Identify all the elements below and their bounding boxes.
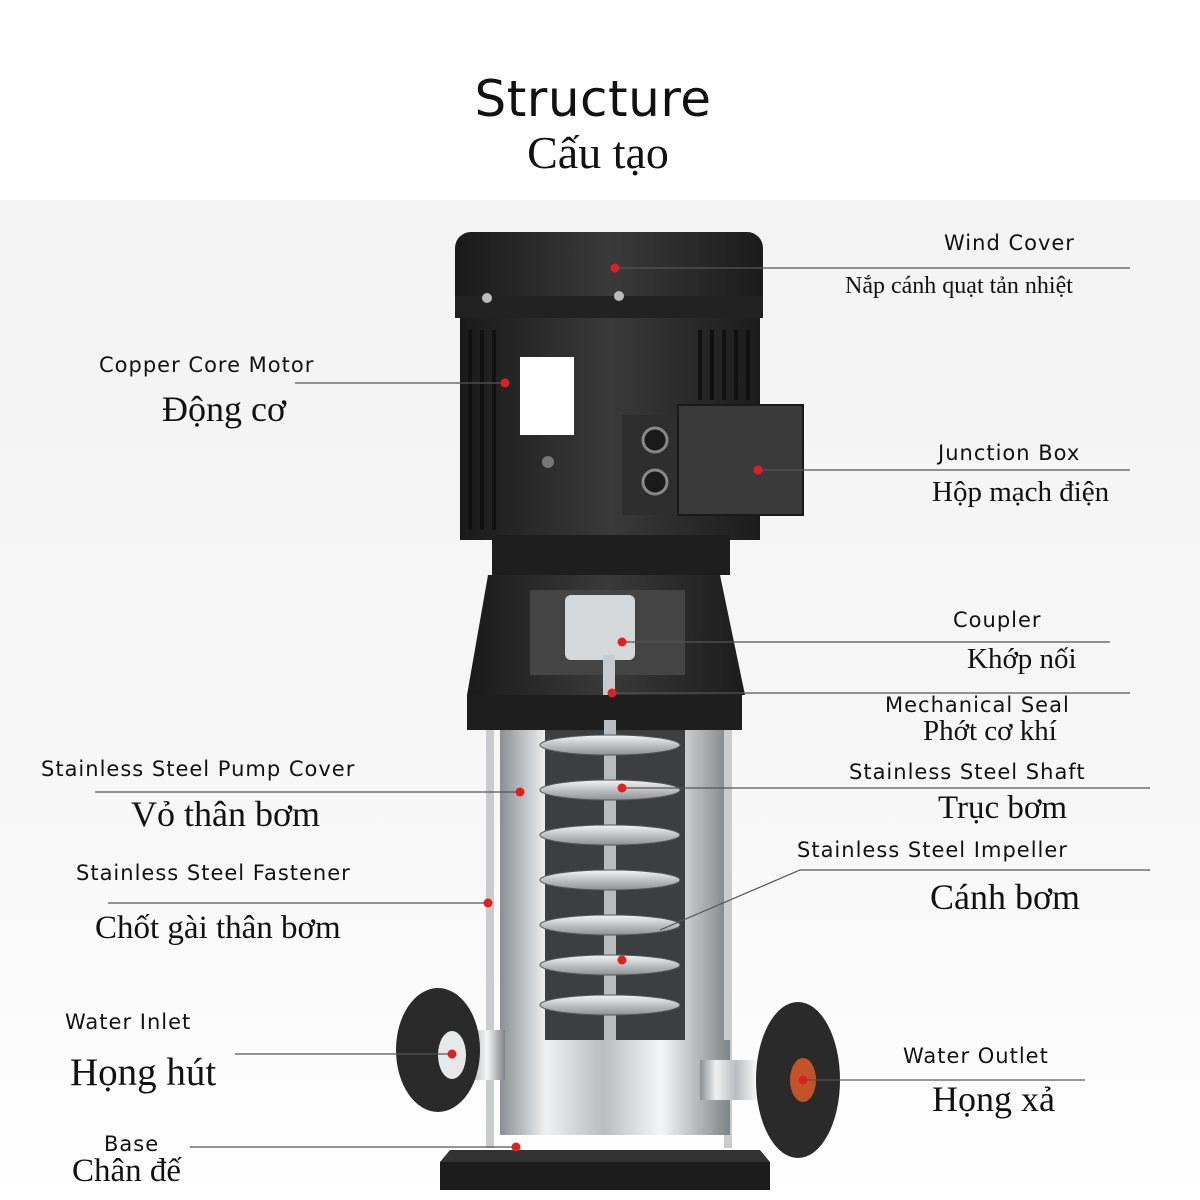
mechanical-seal-label-vi: Phớt cơ khí: [923, 715, 1057, 747]
marker-motor: [500, 378, 510, 388]
marker-impeller: [617, 955, 627, 965]
junction-box-part: [622, 404, 804, 516]
shaft-label-vi: Trục bơm: [938, 790, 1068, 826]
fastener-label-en: Stainless Steel Fastener: [76, 861, 351, 885]
fastener-label-vi: Chốt gài thân bơm: [95, 910, 341, 946]
impeller-label-en: Stainless Steel Impeller: [797, 838, 1068, 862]
water-outlet-label-en: Water Outlet: [903, 1044, 1049, 1068]
coupler-label-en: Coupler: [953, 608, 1042, 632]
wind-cover-label-en: Wind Cover: [944, 231, 1075, 255]
water-inlet-label-vi: Họng hút: [70, 1051, 217, 1094]
pump-cover-label-vi: Vỏ thân bơm: [131, 794, 321, 834]
marker-mechanical-seal: [607, 688, 617, 698]
part-markers: [447, 263, 808, 1152]
base-label-en: Base: [104, 1132, 160, 1156]
marker-water-outlet: [798, 1075, 808, 1085]
shaft-label-en: Stainless Steel Shaft: [849, 760, 1086, 784]
coupler-housing-part: [467, 575, 745, 730]
water-inlet-label-en: Water Inlet: [65, 1010, 192, 1034]
junction-box-label-vi: Hộp mạch điện: [932, 476, 1110, 508]
junction-box-label-en: Junction Box: [938, 441, 1081, 465]
outlet-flange-part: [700, 1002, 840, 1158]
wind-cover-part: [455, 232, 763, 318]
impeller-label-vi: Cánh bơm: [930, 877, 1081, 917]
marker-fastener: [483, 898, 493, 908]
marker-pump-cover: [515, 787, 525, 797]
title-vietnamese: Cấu tạo: [527, 127, 669, 178]
coupler-label-vi: Khớp nối: [967, 643, 1077, 675]
title-english: Structure: [474, 70, 712, 128]
water-outlet-label-vi: Họng xả: [932, 1079, 1055, 1119]
base-label-vi: Chân đế: [72, 1153, 182, 1189]
inlet-flange-part: [396, 988, 505, 1112]
marker-shaft: [617, 783, 627, 793]
marker-base: [511, 1142, 521, 1152]
leader-lines: [95, 267, 1150, 1148]
marker-coupler: [617, 637, 627, 647]
marker-wind-cover: [610, 263, 620, 273]
marker-water-inlet: [447, 1049, 457, 1059]
mechanical-seal-label-en: Mechanical Seal: [885, 693, 1070, 717]
pump-cover-label-en: Stainless Steel Pump Cover: [41, 757, 356, 781]
motor-label-en: Copper Core Motor: [99, 353, 315, 377]
wind-cover-label-vi: Nắp cánh quạt tản nhiệt: [845, 273, 1073, 299]
pump-barrel-part: [486, 720, 732, 1148]
motor-label-vi: Động cơ: [162, 389, 287, 429]
marker-junction-box: [753, 465, 763, 475]
base-part: [440, 1150, 770, 1190]
